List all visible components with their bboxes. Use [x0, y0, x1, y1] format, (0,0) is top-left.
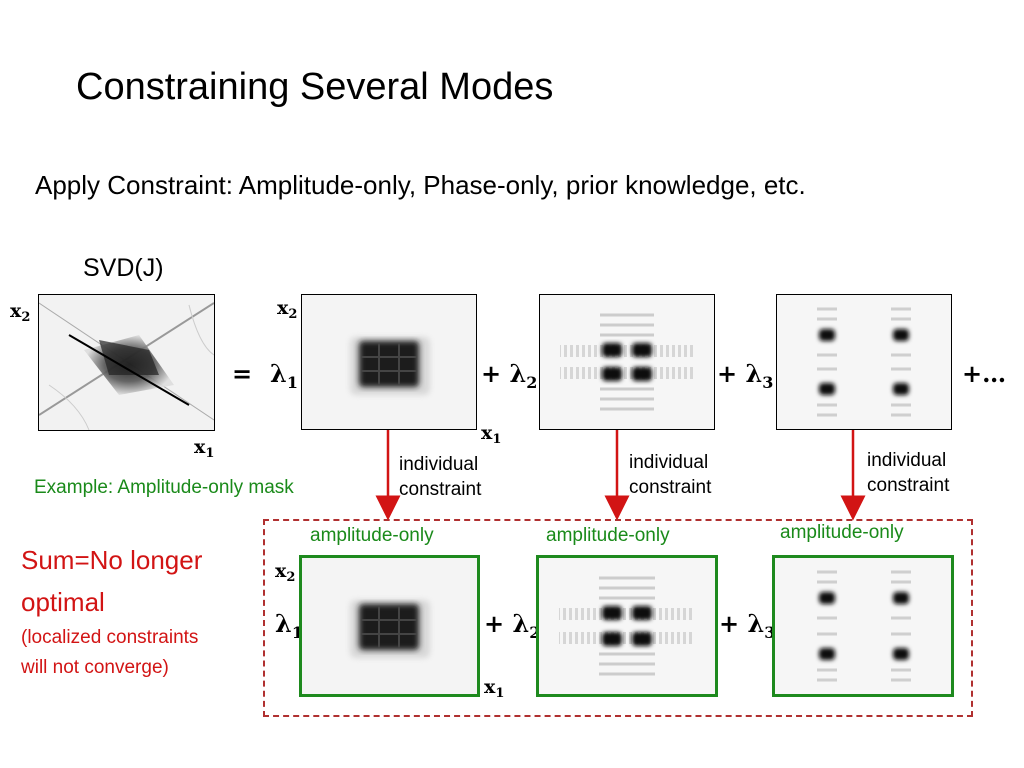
mode1-x1-label: x1	[481, 422, 502, 447]
constrained-plus-lambda2-label: + λ2	[484, 609, 541, 642]
constrained-mode2-image	[536, 555, 718, 697]
constrained-mode1-image	[299, 555, 480, 697]
conclusion-line1: Sum=No longer	[21, 545, 203, 575]
constrained-modes-box	[263, 519, 973, 717]
jacobian-image	[38, 294, 215, 431]
constrained-x2-label: x2	[275, 560, 296, 585]
amplitude-label-3: amplitude-only	[780, 522, 904, 543]
amplitude-label-2: amplitude-only	[546, 525, 670, 546]
constrained-x1-label: x1	[484, 676, 505, 701]
constrained-mode3-image	[772, 555, 954, 697]
mode2-image	[539, 294, 715, 430]
plus-lambda2-label: + λ2	[481, 359, 538, 392]
svd-label: SVD(J)	[83, 254, 164, 282]
lambda1-label: λ1	[270, 359, 298, 392]
mode1-x2-label: x2	[277, 297, 298, 322]
constrained-lambda1-label: λ1	[275, 609, 303, 642]
jacobian-x1-label: x1	[194, 436, 215, 461]
ellipsis-label: +…	[962, 359, 1007, 388]
conclusion-line3: (localized constraints	[21, 627, 199, 648]
mode1-image	[301, 294, 477, 430]
slide-title: Constraining Several Modes	[76, 66, 554, 108]
example-label: Example: Amplitude-only mask	[34, 477, 294, 498]
equals-sign: =	[232, 359, 253, 388]
amplitude-label-1: amplitude-only	[310, 525, 434, 546]
slide-subtitle: Apply Constraint: Amplitude-only, Phase-…	[35, 170, 806, 200]
constrained-plus-lambda3-label: + λ3	[719, 609, 776, 642]
mode3-image	[776, 294, 952, 430]
conclusion-line2: optimal	[21, 587, 105, 617]
jacobian-x2-label: x2	[10, 300, 31, 325]
conclusion-line4: will not converge)	[21, 657, 169, 678]
plus-lambda3-label: + λ3	[717, 359, 774, 392]
